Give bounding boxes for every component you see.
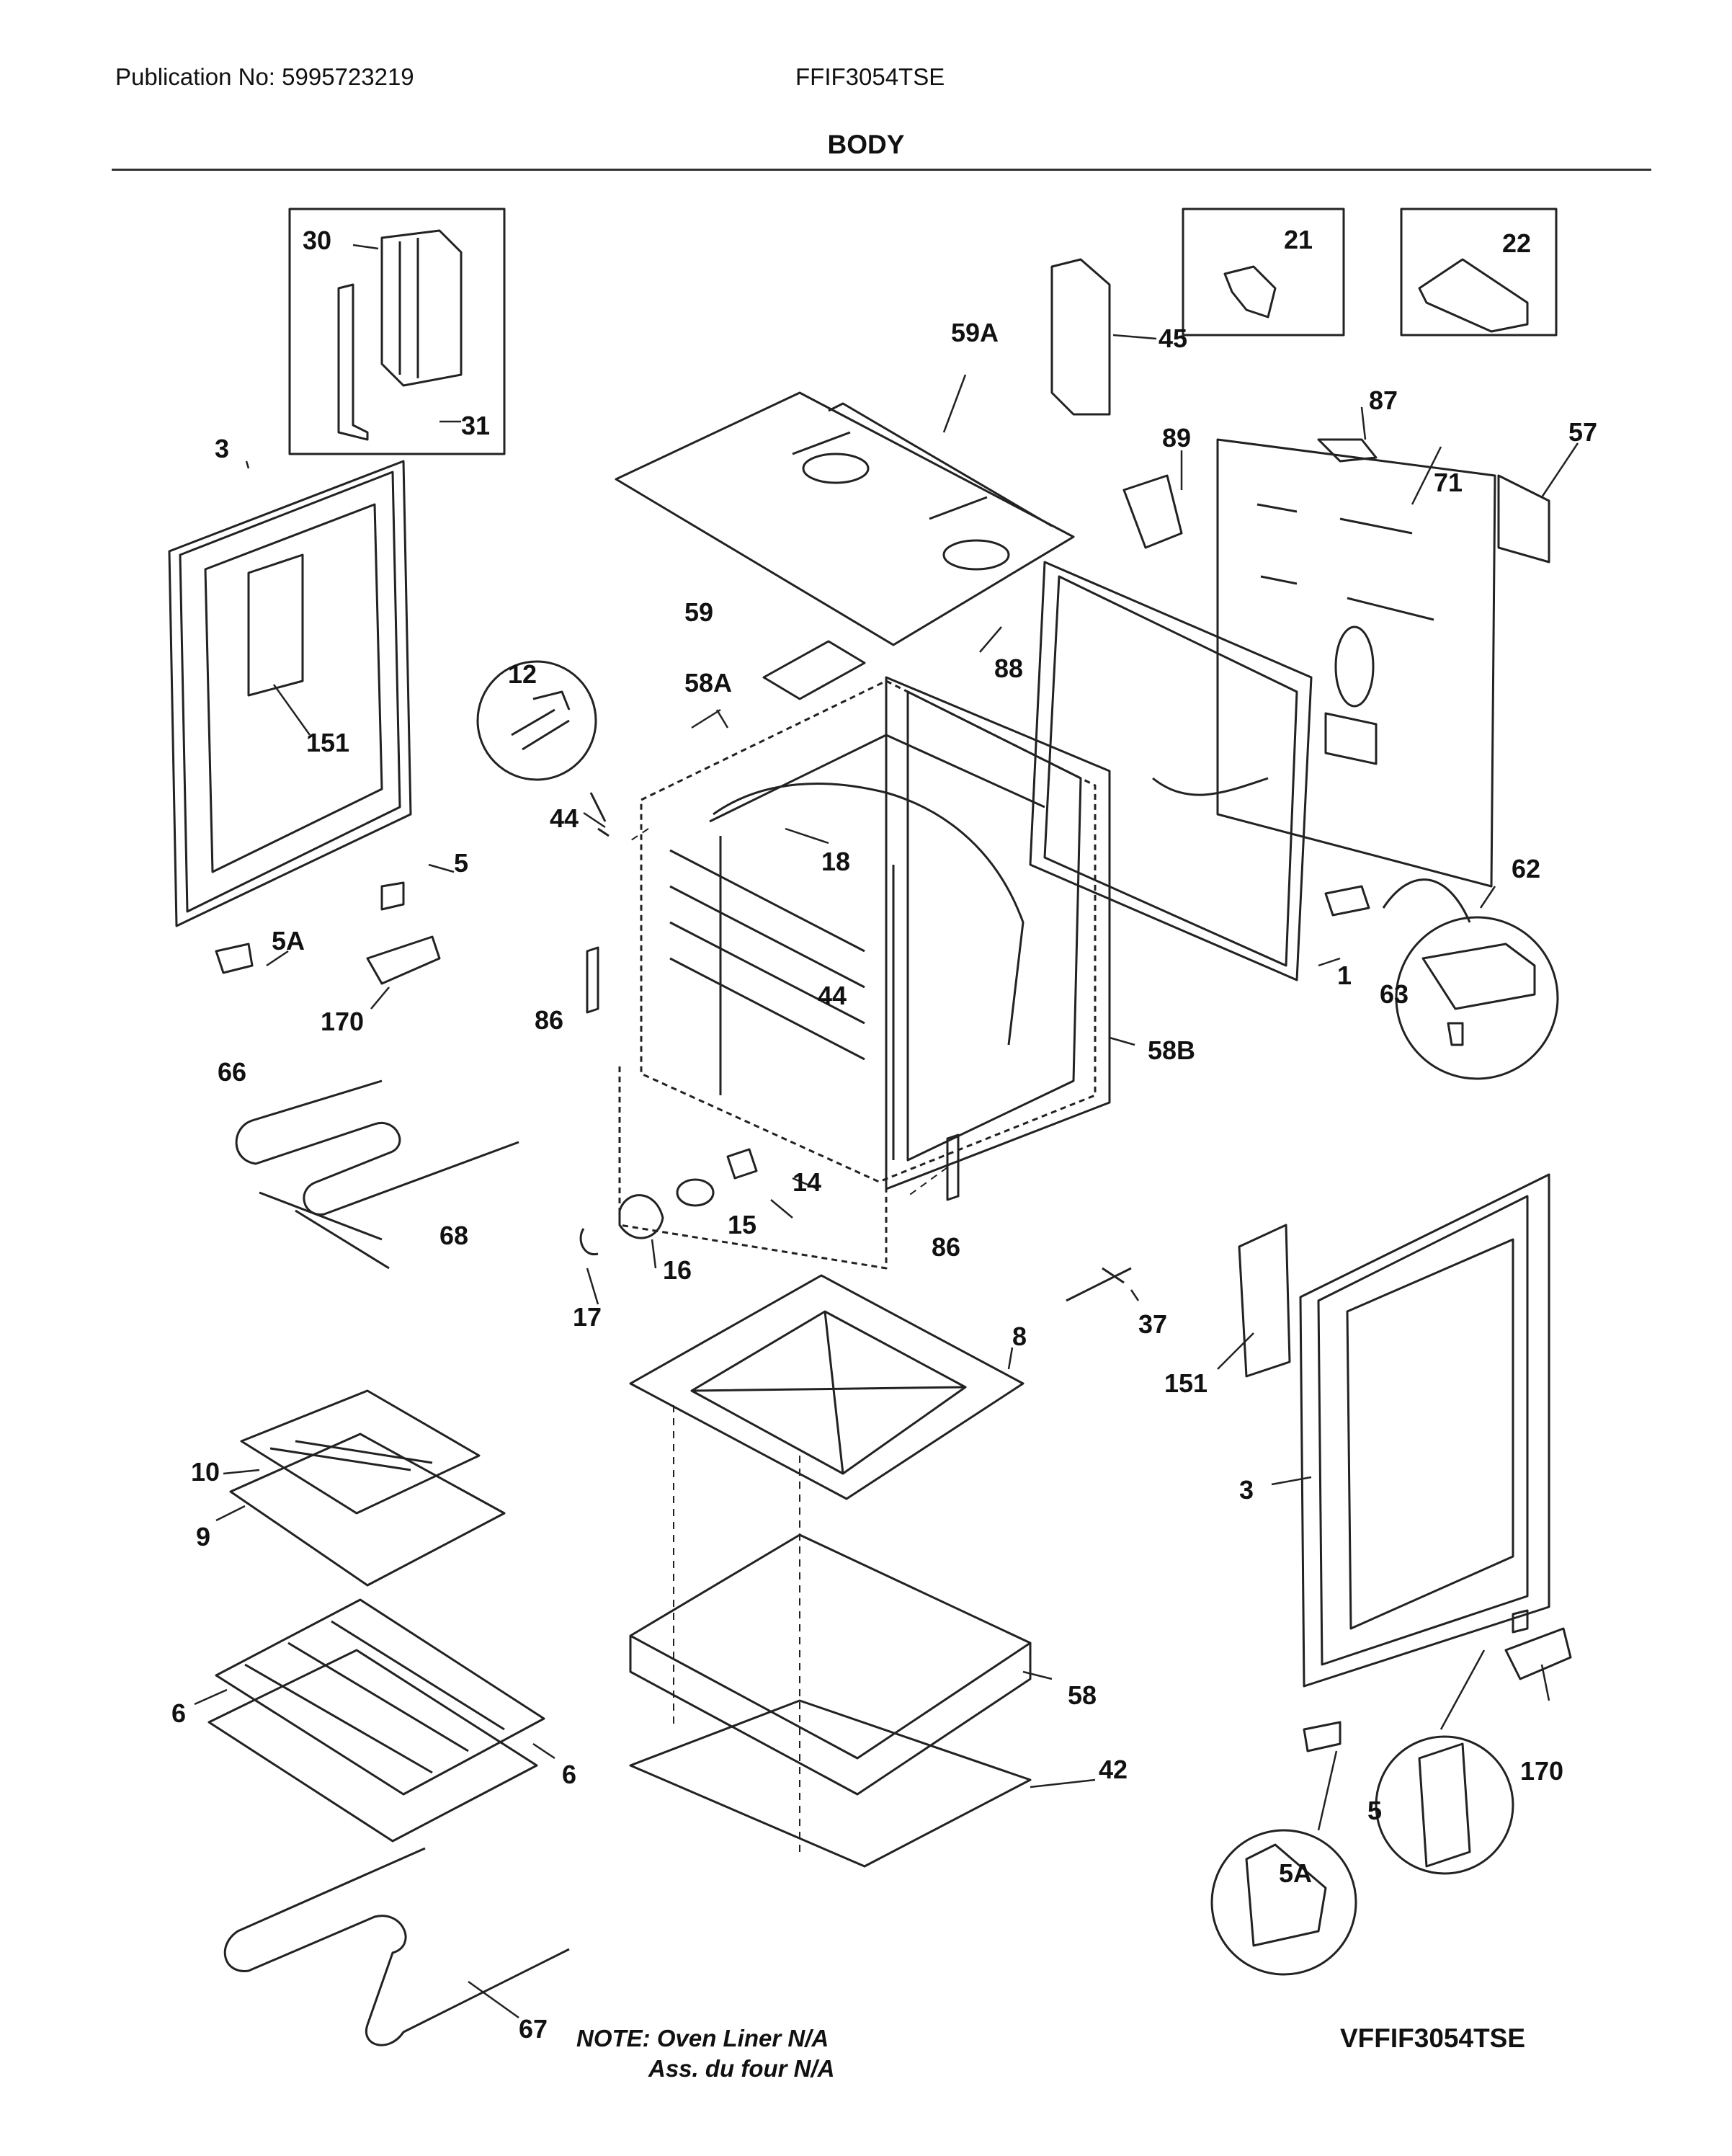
part-label-3-right: 3 [1239,1475,1254,1505]
terminal-block-inset [1324,878,1559,1080]
part-label-6-b: 6 [562,1760,576,1789]
drawing-id: VFFIF3054TSE [1340,2023,1526,2053]
back-panel [1029,561,1313,981]
part-label-151-left: 151 [306,728,349,757]
part-label-30: 30 [303,226,331,255]
part-label-17: 17 [573,1302,602,1332]
left-side-panel [168,460,412,927]
part-label-58b: 58B [1148,1035,1195,1065]
publication-number: Publication No: 5995723219 [115,63,414,90]
lamp-socket-inset [476,660,610,837]
part-label-170-right: 170 [1520,1756,1563,1786]
oven-bottom [629,1699,1032,1868]
part-label-44-a: 44 [550,803,579,833]
part-label-57: 57 [1568,417,1597,447]
part-label-59a: 59A [951,318,999,347]
part-label-37: 37 [1138,1309,1167,1339]
part-label-42: 42 [1099,1755,1128,1784]
part-label-16: 16 [663,1255,692,1285]
leader-lines [194,244,1579,2019]
right-side-panel [1238,1173,1550,1688]
part-label-10: 10 [191,1457,220,1487]
part-label-31: 31 [461,411,490,440]
model-number: FFIF3054TSE [795,63,945,90]
part-label-86-b: 86 [932,1232,960,1262]
part-number-labels: 30 31 3 151 5 5A 170 12 44 44 18 58A 59 … [171,225,1597,2044]
part-label-170-left: 170 [321,1007,364,1036]
left-leveler-parts [215,881,441,985]
part-label-5-right: 5 [1367,1796,1382,1825]
part-label-86-a: 86 [535,1005,563,1035]
duct-59 [762,640,866,700]
header-rule [112,169,1651,171]
broil-element [235,1079,519,1270]
part-label-151-right: 151 [1164,1368,1208,1398]
part-label-5-left: 5 [454,848,468,878]
part-label-18: 18 [821,847,850,876]
part-label-22: 22 [1502,228,1531,258]
part-label-9: 9 [196,1522,210,1551]
part-label-6-a: 6 [171,1698,186,1728]
oven-cavity [618,676,1111,1270]
part-label-8: 8 [1012,1322,1027,1351]
part-label-89: 89 [1162,423,1191,453]
part-label-62: 62 [1512,854,1540,883]
broil-pan-grid [229,1389,506,1587]
part-label-68: 68 [439,1221,468,1250]
part-label-58: 58 [1068,1680,1097,1710]
part-label-59: 59 [684,597,713,627]
part-label-44-b: 44 [818,981,847,1010]
note-line-2: Ass. du four N/A [648,2055,835,2082]
part-label-12: 12 [508,659,537,689]
part-label-88: 88 [994,654,1023,683]
note-line-1: NOTE: Oven Liner N/A [576,2025,829,2052]
part-label-45: 45 [1159,324,1187,353]
rear-cover [1216,438,1496,888]
part-label-58a: 58A [684,668,732,698]
bottom-tray [629,1274,1025,1500]
lamp-parts [579,1148,758,1256]
section-title: BODY [827,130,905,159]
right-leveler-insets [1210,1609,1572,1976]
hinge-brackets [586,946,960,1201]
bottom-insulation [629,1533,1032,1796]
part-label-21: 21 [1284,225,1313,254]
part-label-67: 67 [519,2014,548,2044]
part-label-63: 63 [1380,979,1409,1009]
small-brackets [1050,258,1550,564]
part-label-5a-right: 5A [1279,1858,1312,1888]
part-label-66: 66 [218,1057,246,1087]
wire-37 [1066,1267,1132,1302]
oven-liner-note: NOTE: Oven Liner N/A Ass. du four N/A [576,2023,835,2084]
oven-racks [207,1598,545,1843]
part-label-15: 15 [728,1210,756,1239]
part-label-87: 87 [1369,386,1398,415]
part-label-71: 71 [1434,468,1463,497]
inset-box-22 [1400,208,1558,337]
part-label-14: 14 [793,1167,821,1197]
inset-box-30-31 [288,208,506,455]
part-label-5a-left: 5A [272,926,305,956]
alignment-lines [626,828,948,1852]
bake-element [223,1847,570,2046]
part-label-3-left: 3 [215,434,229,463]
top-panel [615,391,1075,646]
part-label-1: 1 [1337,961,1352,990]
inset-box-21 [1182,208,1345,337]
